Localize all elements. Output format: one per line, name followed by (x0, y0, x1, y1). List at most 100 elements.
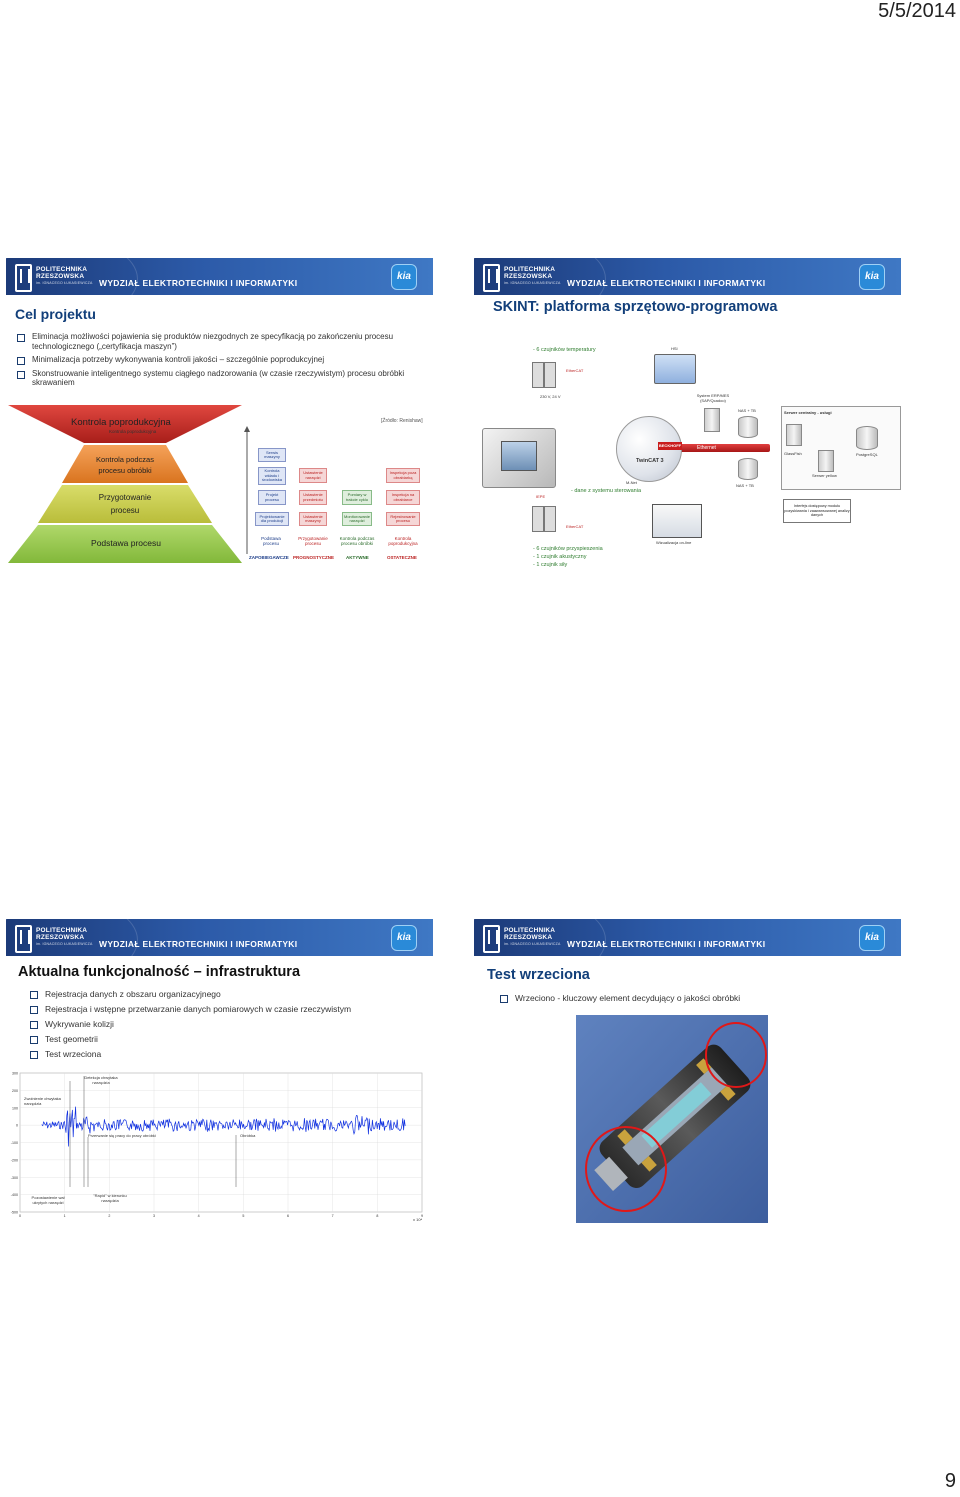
label-erp: System ERP/MES (SAP/Qcadoo) (696, 393, 730, 403)
pyramid-layer-2 (62, 445, 188, 483)
highlight-circle-front-bearing (585, 1126, 667, 1212)
label-iepe: IEPE (536, 494, 546, 499)
kia-logo-icon: kia (859, 925, 885, 951)
pyramid-label-top-overlay: Kontrola poprodukcyjna (109, 429, 157, 434)
flow-box-serwis: Serwis maszyny (258, 448, 286, 462)
label-yellow-server: Serwer yellow (812, 473, 837, 478)
flow-col-header: Kontrola podczas procesu obróbki (339, 536, 375, 546)
label-ethernet: Ethernet (697, 445, 716, 451)
university-name-1: POLITECHNIKA (36, 927, 88, 934)
central-server-panel (781, 406, 901, 490)
university-name-3: im. IGNACEGO ŁUKASIEWICZA (504, 942, 561, 946)
bullet-item: Test wrzeciona (28, 1049, 428, 1059)
label-central-server: Serwer centralny - usługi (784, 410, 832, 415)
pyramid-label-2: Kontrola podczas procesu obróbki (96, 455, 154, 475)
x-tick-label: 6 (287, 1214, 289, 1218)
university-logo-icon (15, 264, 32, 292)
flow-box-inspekcja-poza: Inspekcja poza obrabiarką (386, 468, 420, 483)
university-name-1: POLITECHNIKA (504, 927, 556, 934)
flow-box-pomiary: Pomiary w trakcie cyklu (342, 490, 372, 505)
university-name-1: POLITECHNIKA (504, 266, 556, 273)
slide-skint-platforma: POLITECHNIKA RZESZOWSKA im. IGNACEGO ŁUK… (474, 258, 901, 588)
ethernet-bus (674, 444, 770, 452)
university-name-2: RZESZOWSKA (36, 273, 85, 280)
flow-box-projekt: Projekt procesu (258, 490, 286, 505)
bullet-list: Eliminacja możliwości pojawienia się pro… (15, 332, 425, 392)
flow-box-ustawienie-maszyny: Ustawienie maszyny (299, 512, 327, 526)
label-nas-1: NAS + TB (738, 408, 756, 413)
cnc-machine-icon (482, 428, 556, 488)
flow-col-header: Kontrola poprodukcyjna (388, 536, 418, 546)
university-name-3: im. IGNACEGO ŁUKASIEWICZA (36, 281, 93, 285)
signal-trace (41, 1106, 406, 1147)
plot-label-detect: Detekcja chwytaka narzędzia (84, 1075, 118, 1085)
label-hmi: HSI (671, 346, 678, 351)
university-logo-icon (483, 925, 500, 953)
pyramid-layer-base (8, 525, 242, 563)
university-logo-icon (15, 925, 32, 953)
plot-label-placement: Pozostawienie wał ukrytych narzędzi (31, 1195, 65, 1205)
bullet-item: Wykrywanie kolizji (28, 1019, 428, 1029)
kia-logo-icon: kia (391, 264, 417, 290)
flow-col-footer: ZAPOBIEGAWCZE (249, 555, 289, 560)
slide-aktualna-funkcjonalnosc: POLITECHNIKA RZESZOWSKA im. IGNACEGO ŁUK… (6, 919, 433, 1249)
plot-x-scale: x 10⁴ (413, 1217, 423, 1222)
label-control-data: - dane z systemu sterowania (571, 488, 642, 494)
pyramid-layer-top (8, 405, 242, 443)
label-temperature-sensors: - 6 czujników temperatury (533, 347, 596, 353)
university-name-1: POLITECHNIKA (36, 266, 88, 273)
flow-box-monitorowanie: Monitorowanie narzędzi (342, 512, 372, 526)
faculty-name: WYDZIAŁ ELEKTROTECHNIKI I INFORMATYKI (99, 939, 298, 949)
nas-disk-icon (738, 416, 758, 438)
page-number: 9 (944, 1470, 956, 1492)
label-acoustic-sensor: - 1 czujnik akustyczny (533, 554, 587, 560)
plot-label-machining: Obróbka (240, 1133, 256, 1138)
x-tick-label: 1 (64, 1214, 66, 1218)
slide-test-wrzeciona: POLITECHNIKA RZESZOWSKA im. IGNACEGO ŁUK… (474, 919, 901, 1249)
slide-banner: POLITECHNIKA RZESZOWSKA im. IGNACEGO ŁUK… (6, 919, 433, 956)
quality-pyramid-diagram (8, 405, 242, 563)
flow-box-inspekcja-na: Inspekcja na obrabiarce (386, 490, 420, 505)
sensor-module-icon (544, 362, 556, 388)
page-date: 5/5/2014 (878, 0, 956, 22)
university-name-2: RZESZOWSKA (504, 273, 553, 280)
y-tick-label: -400 (11, 1193, 18, 1197)
slide-title: Test wrzeciona (487, 967, 590, 983)
x-tick-label: 8 (376, 1214, 378, 1218)
yellow-server-icon (818, 450, 834, 472)
y-tick-label: 100 (12, 1106, 18, 1110)
plot-label-spinup: Przerwanie się pracy do pracy obróbki (88, 1133, 156, 1138)
y-tick-label: -300 (11, 1176, 18, 1180)
university-logo-icon (483, 264, 500, 292)
spindle-coil (641, 1082, 712, 1148)
pyramid-layer-3 (38, 485, 212, 523)
bullet-item: Eliminacja możliwości pojawienia się pro… (15, 332, 425, 351)
kia-logo-icon: kia (859, 264, 885, 290)
flow-col-footer: AKTYWNE (346, 555, 369, 560)
university-name-2: RZESZOWSKA (504, 934, 553, 941)
x-tick-label: 3 (153, 1214, 155, 1218)
sensor-module-icon (532, 506, 544, 532)
bullet-list: Rejestracja danych z obszaru organizacyj… (28, 989, 428, 1064)
bullet-item: Skonstruowanie inteligentnego systemu ci… (15, 369, 425, 388)
flow-col-footer: PROGNOSTYCZNE (293, 555, 335, 560)
flow-box-ustawienie-przedmiotu: Ustawienie przedmiotu (299, 490, 327, 505)
pyramid-label-base: Podstawa procesu (91, 538, 161, 548)
nas-disk-icon (738, 458, 758, 480)
label-nas-2: NAS + TB (736, 483, 754, 488)
bullet-item: Rejestracja danych z obszaru organizacyj… (28, 989, 428, 999)
flow-box-ustawienie-narzedzi: Ustawienie narzędzi (299, 468, 327, 483)
slide-title: SKINT: platforma sprzętowo-programowa (493, 299, 778, 315)
slide-banner: POLITECHNIKA RZESZOWSKA im. IGNACEGO ŁUK… (474, 919, 901, 956)
kia-logo-icon: kia (391, 925, 417, 951)
faculty-name: WYDZIAŁ ELEKTROTECHNIKI I INFORMATYKI (567, 939, 766, 949)
university-name-3: im. IGNACEGO ŁUKASIEWICZA (36, 942, 93, 946)
bullet-item: Rejestracja i wstępne przetwarzanie dany… (28, 1004, 428, 1014)
x-tick-label: 2 (108, 1214, 110, 1218)
bullet-item: Test geometrii (28, 1034, 428, 1044)
glassfish-server-icon (786, 424, 802, 446)
label-glassfish: GlassFish (784, 451, 802, 456)
flow-box-kontrola-wkladu: Kontrola wkładu i środowiska (258, 467, 286, 485)
